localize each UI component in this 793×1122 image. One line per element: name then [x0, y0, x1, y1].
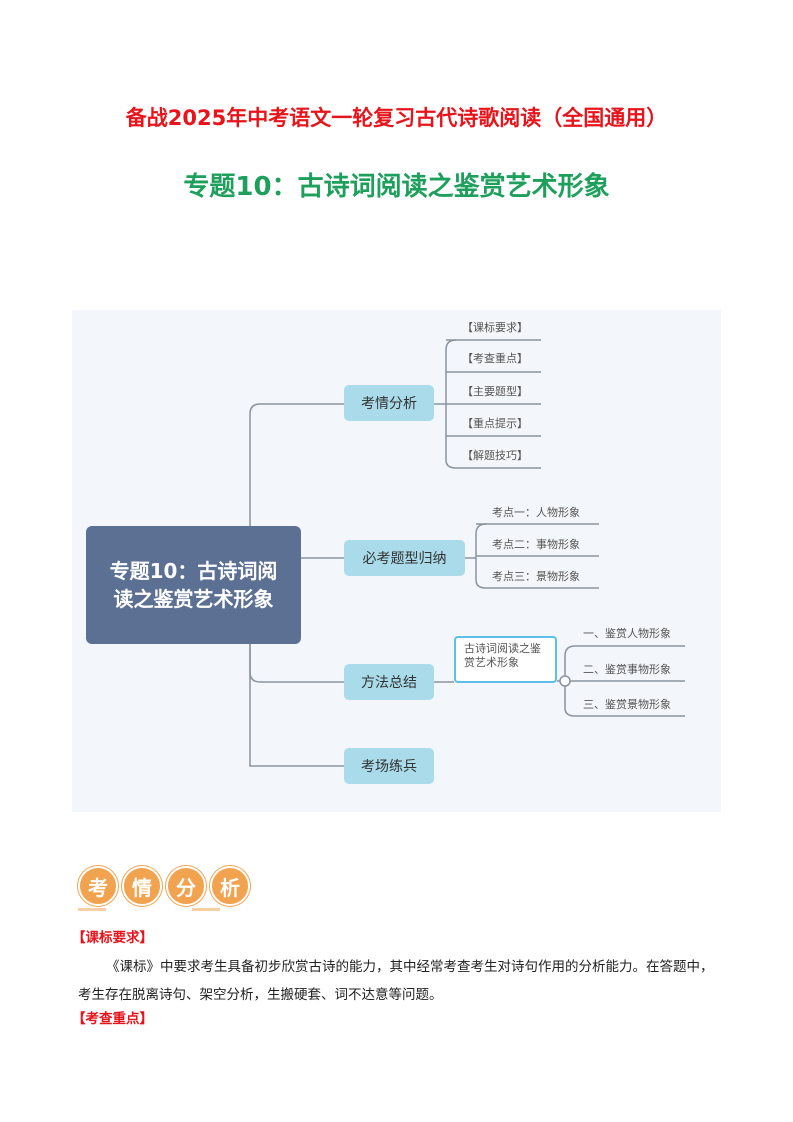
badge-char: 情	[122, 866, 162, 906]
leaf: 考点一：人物形象	[492, 506, 580, 519]
paragraph: 《课标》中要求考生具备初步欣赏古诗的能力，其中经常考查考生对诗句作用的分析能力。…	[106, 959, 714, 975]
heading-kebiao: 【课标要求】	[72, 930, 153, 946]
method-subnode: 古诗词阅读之鉴赏艺术形象	[454, 636, 557, 683]
branch-kaoqing: 考情分析	[344, 385, 434, 421]
leaf: 【重点提示】	[462, 417, 528, 430]
leaf: 【解题技巧】	[462, 449, 528, 462]
document-title: 备战2025年中考语文一轮复习古代诗歌阅读（全国通用）	[125, 106, 668, 130]
leaf: 【主要题型】	[462, 385, 528, 398]
branch-kaochang: 考场练兵	[344, 748, 434, 784]
leaf: 【课标要求】	[462, 321, 528, 334]
leaf: 一、鉴赏人物形象	[583, 627, 671, 640]
badge-char: 考	[78, 866, 118, 906]
leaf: 【考查重点】	[462, 352, 528, 365]
branch-bikao: 必考题型归纳	[344, 540, 465, 576]
leaf: 二、鉴赏事物形象	[583, 663, 671, 676]
document-subtitle: 专题10：古诗词阅读之鉴赏艺术形象	[183, 172, 610, 202]
badge-underline	[78, 908, 106, 911]
section-badge: 考 情 分 析	[78, 866, 250, 906]
paragraph: 考生存在脱离诗句、架空分析，生搬硬套、词不达意等问题。	[78, 987, 443, 1003]
mindmap: 专题10：古诗词阅读之鉴赏艺术形象 考情分析 必考题型归纳 方法总结 考场练兵 …	[72, 310, 721, 812]
mindmap-center-node: 专题10：古诗词阅读之鉴赏艺术形象	[86, 526, 301, 644]
badge-underline	[192, 908, 220, 911]
leaf: 三、鉴赏景物形象	[583, 698, 671, 711]
leaf: 考点三：景物形象	[492, 570, 580, 583]
badge-char: 分	[166, 866, 206, 906]
leaf: 考点二：事物形象	[492, 538, 580, 551]
branch-fangfa: 方法总结	[344, 664, 434, 700]
badge-char: 析	[210, 866, 250, 906]
mindmap-connectors	[249, 339, 685, 767]
heading-kaocha: 【考查重点】	[72, 1011, 153, 1027]
